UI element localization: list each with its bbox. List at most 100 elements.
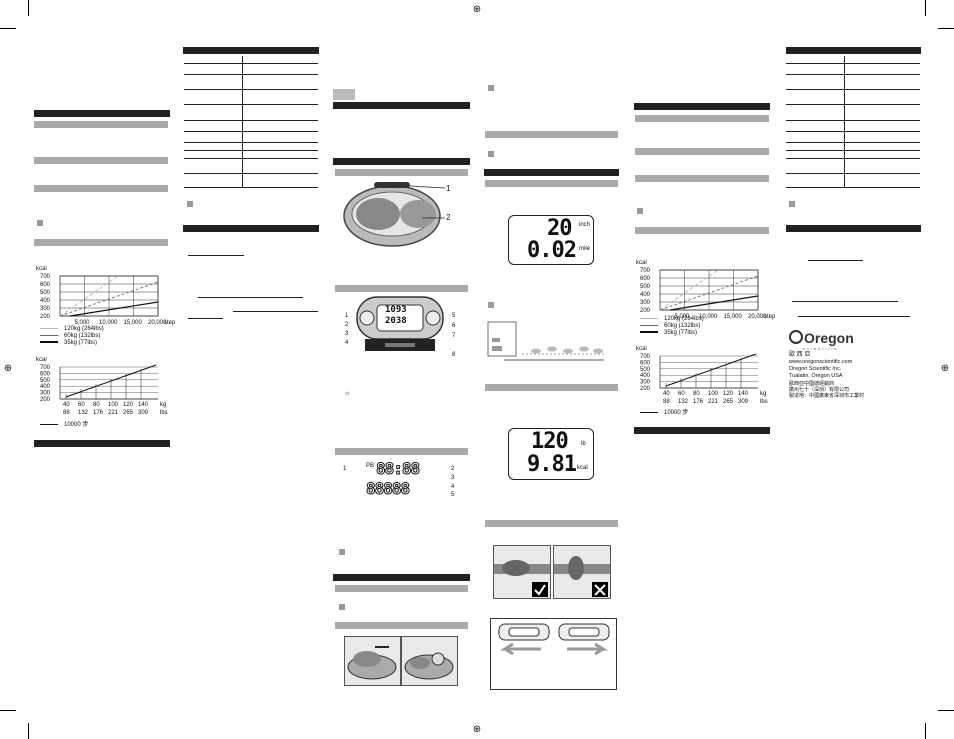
underline xyxy=(792,301,898,302)
series-line-60kg xyxy=(659,275,759,311)
table-row xyxy=(184,143,318,151)
weight-unit: lb xyxy=(581,441,586,447)
x-tick-label: 10,000 xyxy=(699,314,718,320)
x-tick-label-kg: 140 xyxy=(138,402,149,408)
x-tick-label-lbs: 132 xyxy=(78,410,89,416)
x-tick-label: 20,000 xyxy=(748,314,767,320)
x-tick-label-kg: 80 xyxy=(93,402,100,408)
weight-value: 120 xyxy=(531,429,569,454)
subsection-bar xyxy=(635,227,769,234)
section-header-bar xyxy=(484,169,619,176)
section-header-bar xyxy=(786,225,921,232)
registration-mark: ⊕ xyxy=(472,4,482,15)
underline xyxy=(798,316,910,317)
subsection-bar xyxy=(635,115,769,122)
y-tick-label: 500 xyxy=(40,290,51,296)
x-tick-label: 15,000 xyxy=(124,320,143,326)
x-tick-label-kg: 100 xyxy=(708,391,719,397)
y-tick-label: 600 xyxy=(40,371,51,377)
light-icon: ☼ xyxy=(344,390,351,397)
y-tick-label: 700 xyxy=(640,268,651,274)
pedometer-illustration xyxy=(340,180,480,260)
underline xyxy=(188,318,223,319)
section-header-bar xyxy=(333,158,470,165)
registration-mark: ⊕ xyxy=(472,724,482,735)
table-row xyxy=(786,75,920,90)
x-tick-label: 5,000 xyxy=(675,314,691,320)
lcd-label: 3 xyxy=(451,475,455,481)
y-tick-label: 700 xyxy=(640,354,651,360)
table-row xyxy=(786,143,920,151)
table-row xyxy=(184,56,318,64)
x-tick-label-kg: 100 xyxy=(108,402,119,408)
note-icon xyxy=(488,151,494,157)
section-header-bar xyxy=(183,225,319,232)
y-tick-label: 200 xyxy=(40,314,51,320)
chinese-brand-name: 歐 西 亞 xyxy=(789,352,811,358)
y-axis-label: kcal xyxy=(36,266,47,272)
legend-item: 60kg (132lbs) xyxy=(664,323,701,329)
x-tick-label-lbs: 265 xyxy=(723,399,734,405)
table-row xyxy=(184,159,318,174)
legend-item: 60kg (132lbs) xyxy=(64,333,101,339)
crop-mark xyxy=(28,0,29,16)
battery-photo-2 xyxy=(401,636,458,686)
crop-mark xyxy=(28,723,29,739)
y-tick-label: 500 xyxy=(40,378,51,384)
subsection-bar xyxy=(635,148,769,155)
legend-item: 120kg (264lbs) xyxy=(664,316,704,322)
y-tick-label: 400 xyxy=(640,292,651,298)
crop-mark xyxy=(925,723,926,739)
section-header-bar xyxy=(634,427,770,434)
lcd-bottom-digits: 88888 xyxy=(365,479,410,498)
mini-display-bottom: 2038 xyxy=(385,316,407,326)
side-label: 3 xyxy=(345,331,349,337)
table-row xyxy=(786,159,920,174)
section-header-bar xyxy=(183,47,319,54)
subsection-bar xyxy=(335,585,468,592)
side-label: 8 xyxy=(452,352,456,358)
lcd-label: 1 xyxy=(343,466,347,472)
note-icon xyxy=(488,302,494,308)
section-header-bar xyxy=(634,103,770,110)
note-icon xyxy=(488,85,494,91)
subsection-bar xyxy=(485,180,618,187)
y-tick-label: 300 xyxy=(640,300,651,306)
table-row xyxy=(184,174,318,188)
series-line-35kg xyxy=(69,301,159,317)
tab-marker xyxy=(333,89,355,100)
x-tick-label-lbs: 265 xyxy=(123,410,134,416)
subsection-bar xyxy=(485,131,618,138)
table-row xyxy=(786,121,920,132)
chart-legend: 120kg (264lbs) 60kg (132lbs) 35kg (77lbs… xyxy=(640,316,770,338)
distance-bottom-unit: mile xyxy=(579,246,591,252)
subsection-bar xyxy=(485,520,618,527)
x-tick-label-kg: 40 xyxy=(663,391,670,397)
legend-item: 10000 步 xyxy=(64,422,89,428)
lcd-top-digits: 88:88 xyxy=(375,459,420,478)
y-tick-label: 700 xyxy=(40,365,51,371)
subsection-bar xyxy=(485,384,618,391)
lcd-label: 4 xyxy=(451,484,455,490)
lbs-unit: lbs xyxy=(160,410,168,416)
series-line-35kg xyxy=(669,295,759,311)
subsection-bar xyxy=(34,239,168,246)
y-tick-label: 600 xyxy=(40,282,51,288)
x-tick-label: 10,000 xyxy=(99,320,118,326)
note-icon xyxy=(187,201,193,207)
x-tick-label-lbs: 132 xyxy=(678,399,689,405)
y-tick-label: 200 xyxy=(640,308,651,314)
subsection-bar xyxy=(335,622,468,629)
lcd-label: 2 xyxy=(451,466,455,472)
x-axis-unit: step xyxy=(764,314,776,320)
y-tick-label: 600 xyxy=(640,360,651,366)
y-tick-label: 300 xyxy=(40,306,51,312)
x-tick-label-kg: 120 xyxy=(723,391,734,397)
kg-unit: kg xyxy=(760,391,766,397)
underline xyxy=(233,311,318,312)
y-tick-label: 400 xyxy=(40,384,51,390)
y-tick-label: 300 xyxy=(640,380,651,386)
section-header-bar xyxy=(786,47,921,54)
